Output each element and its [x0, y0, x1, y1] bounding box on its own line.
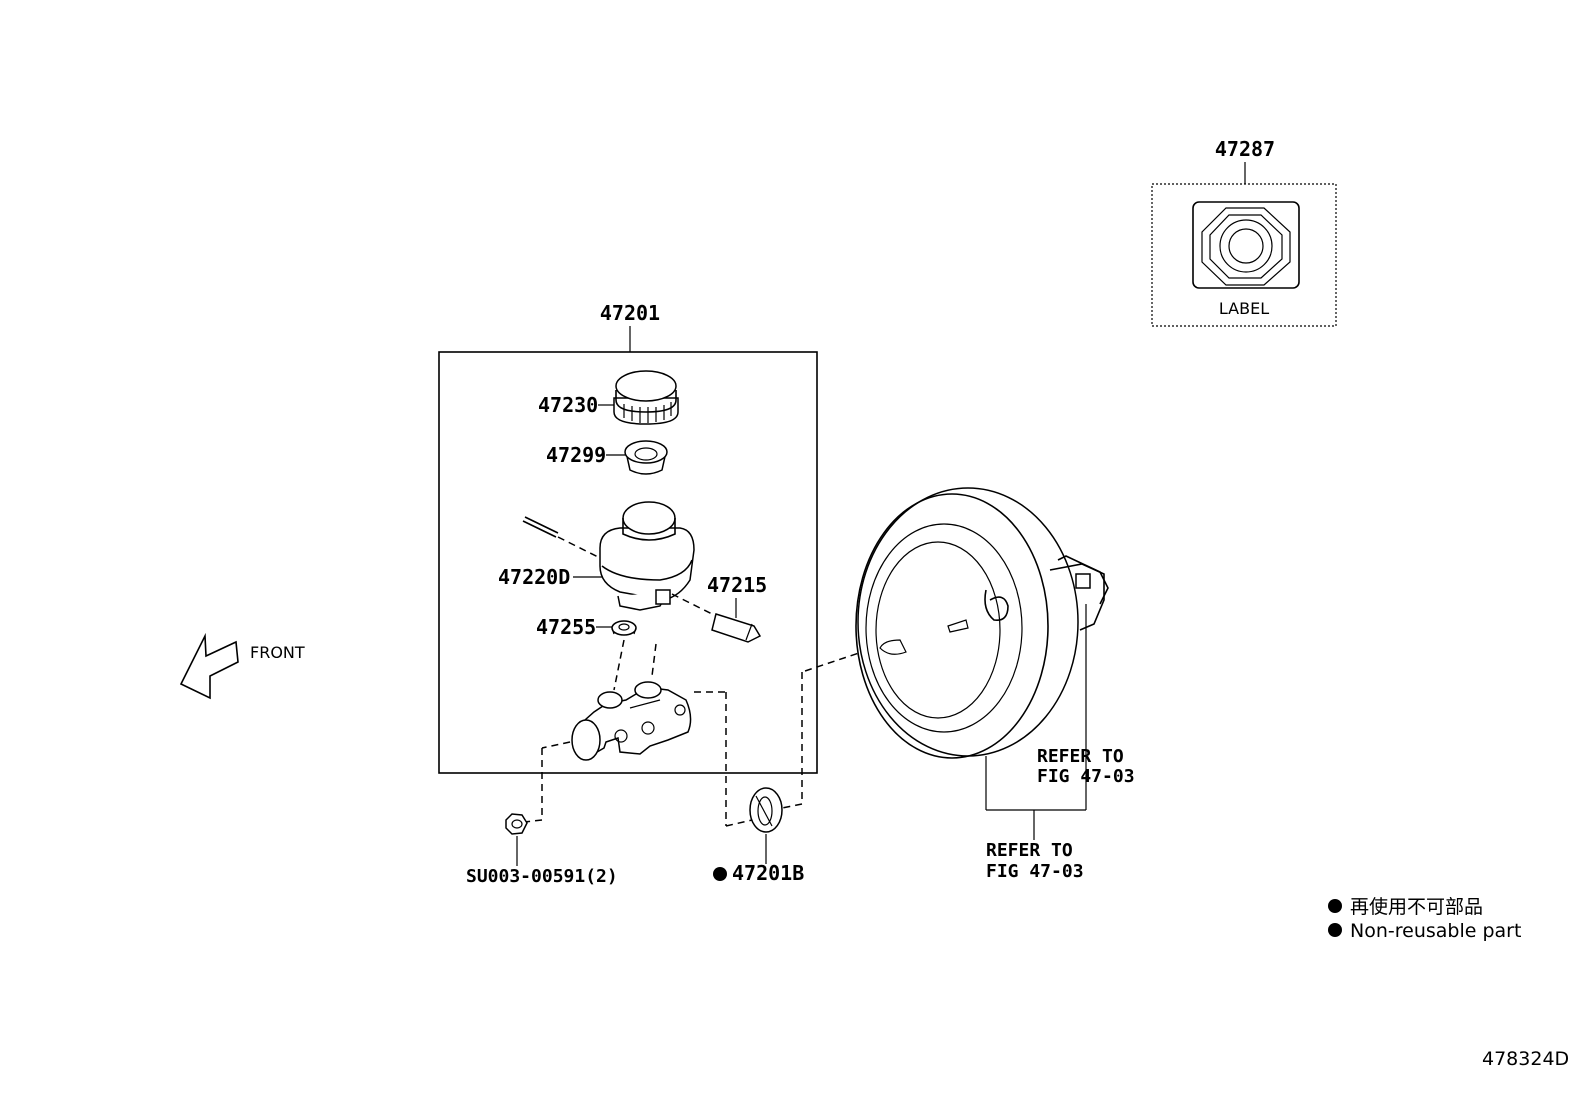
gasket-icon — [749, 787, 783, 833]
part-number-47201B[interactable]: 47201B — [732, 861, 804, 885]
figure-id: 478324D — [1482, 1048, 1569, 1070]
pin-icon — [522, 516, 601, 559]
legend-bullet-icon — [1328, 923, 1342, 937]
label-octagon-icon — [1201, 207, 1291, 286]
refer-note-1-line1[interactable]: REFER TO — [1037, 746, 1124, 767]
master-cylinder-body-icon — [571, 681, 692, 761]
part-number-47201[interactable]: 47201 — [600, 301, 660, 325]
part-number-47299[interactable]: 47299 — [546, 443, 606, 467]
refer-note-2-line2[interactable]: FIG 47-03 — [986, 861, 1084, 882]
master-cylinder-group: 47201 47230 47299 — [438, 301, 818, 774]
part-number-47287[interactable]: 47287 — [1215, 137, 1275, 161]
label-box — [1151, 183, 1337, 327]
grommet-icon — [611, 620, 637, 636]
refer-note-1-line2[interactable]: FIG 47-03 — [1037, 766, 1135, 787]
legend-japanese: 再使用不可部品 — [1350, 896, 1483, 918]
front-arrow-icon — [179, 632, 239, 700]
part-number-47255[interactable]: 47255 — [536, 615, 596, 639]
front-label: FRONT — [250, 643, 305, 662]
label-frame — [1192, 201, 1300, 289]
legend-bullet-icon — [1328, 899, 1342, 913]
part-number-nut[interactable]: SU003-00591(2) — [466, 866, 618, 887]
part-number-47230[interactable]: 47230 — [538, 393, 598, 417]
brake-booster-icon — [855, 487, 1109, 759]
non-reusable-marker-icon — [713, 867, 727, 881]
level-sensor-icon — [671, 593, 762, 643]
refer-note-2-line1[interactable]: REFER TO — [986, 840, 1073, 861]
strainer-icon — [624, 440, 668, 475]
label-part-group: 47287 LABEL — [1151, 137, 1337, 327]
reservoir-icon — [599, 501, 695, 611]
label-caption: LABEL — [1219, 299, 1269, 318]
reservoir-cap-icon — [613, 370, 679, 425]
legend: 再使用不可部品 Non-reusable part — [1328, 896, 1521, 942]
legend-english: Non-reusable part — [1350, 920, 1521, 942]
assembly-box — [438, 351, 818, 774]
nut-icon — [505, 813, 528, 835]
part-number-47215[interactable]: 47215 — [707, 573, 767, 597]
part-number-47220D[interactable]: 47220D — [498, 565, 570, 589]
